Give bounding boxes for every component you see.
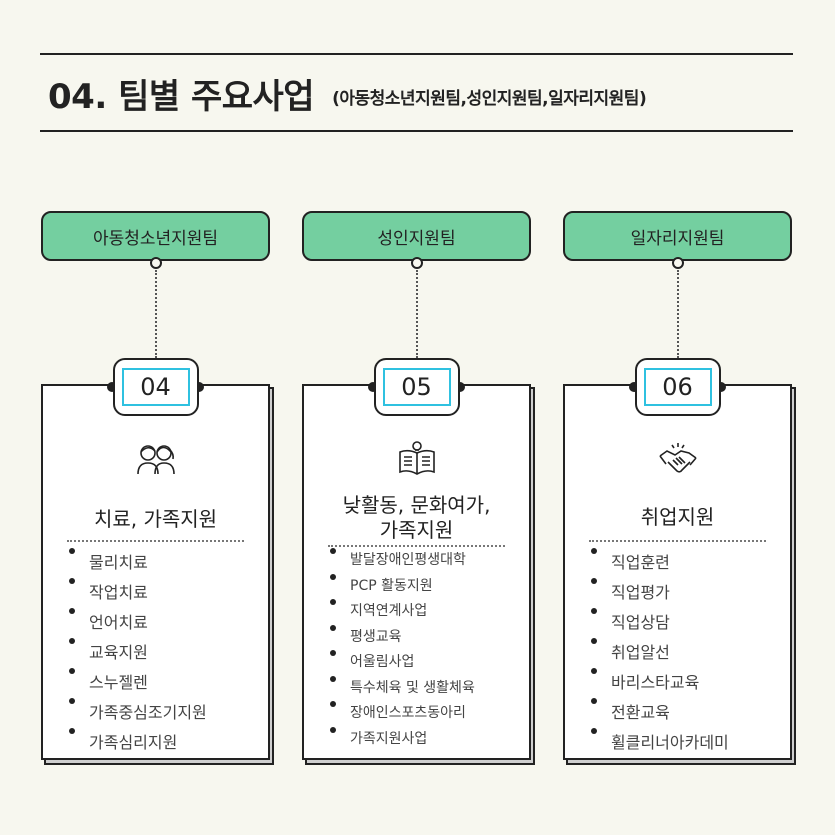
top-rule <box>40 53 793 55</box>
handshake-icon <box>658 443 697 473</box>
number-badge: 05 <box>373 358 460 416</box>
list-item: 발달장애인평생대학 <box>330 548 521 574</box>
service-list: 발달장애인평생대학 PCP 활동지원 지역연계사업 평생교육 어울림사업 특수체… <box>330 548 521 752</box>
card-dot-left <box>629 382 639 392</box>
list-item: 직업상담 <box>591 608 782 638</box>
team-name: 일자리지원팀 <box>630 228 725 249</box>
card-body <box>302 384 531 760</box>
connector-node <box>411 257 423 269</box>
connector-line <box>155 270 157 358</box>
list-item: 휠클리너아카데미 <box>591 728 782 758</box>
connector-line <box>416 270 418 358</box>
list-item: 장애인스포츠동아리 <box>330 701 521 727</box>
list-item: 가족중심조기지원 <box>69 698 260 728</box>
list-item: 직업평가 <box>591 578 782 608</box>
list-item: 가족지원사업 <box>330 726 521 753</box>
connector-node <box>672 257 684 269</box>
list-item: 직업훈련 <box>591 548 782 578</box>
number-badge: 06 <box>634 358 721 416</box>
service-list: 물리치료 작업치료 언어치료 교육지원 스누젤렌 가족중심조기지원 가족심리지원 <box>69 548 260 758</box>
list-item: 특수체육 및 생활체육 <box>330 675 521 702</box>
card-title: 취업지원 <box>640 505 715 529</box>
page-header: 04. 팀별 주요사업 (아동청소년지원팀,성인지원팀,일자리지원팀) <box>48 66 647 120</box>
list-item: PCP 활동지원 <box>330 573 521 600</box>
list-item: 작업치료 <box>69 578 260 608</box>
card-title: 치료, 가족지원 <box>93 507 218 531</box>
team-tab-jobs: 일자리지원팀 <box>563 211 792 261</box>
team-tab-children: 아동청소년지원팀 <box>41 211 270 261</box>
card-jobs: 06 취업지원 직업훈련 직업평가 직업상담 취업알선 바리스타교육 전환교육 … <box>563 358 796 765</box>
card-title-line2: 가족지원 <box>379 518 454 542</box>
connector-node <box>150 257 162 269</box>
list-item: 바리스타교육 <box>591 668 782 698</box>
list-item: 교육지원 <box>69 638 260 668</box>
list-item: 물리치료 <box>69 548 260 578</box>
card-dot-left <box>368 382 378 392</box>
card-adult: 05 낮활동, 문화여가, 가족지원 발달장애인평생대학 PCP 활동지원 지역… <box>302 358 535 765</box>
list-item: 스누젤렌 <box>69 668 260 698</box>
number-label: 06 <box>643 368 712 406</box>
children-icon <box>136 445 175 475</box>
page-title: 04. 팀별 주요사업 <box>48 76 315 117</box>
card-body <box>41 384 270 760</box>
list-item: 평생교육 <box>330 624 521 651</box>
card-dot-right <box>455 382 465 392</box>
card-dot-right <box>194 382 204 392</box>
card-divider <box>589 540 766 542</box>
list-item: 어울림사업 <box>330 650 521 676</box>
card-divider <box>67 540 244 542</box>
open-book-lightbulb-icon <box>398 441 435 475</box>
service-list: 직업훈련 직업평가 직업상담 취업알선 바리스타교육 전환교육 휠클리너아카데미 <box>591 548 782 758</box>
list-item: 전환교육 <box>591 698 782 728</box>
team-name: 아동청소년지원팀 <box>92 228 219 249</box>
list-item: 취업알선 <box>591 638 782 668</box>
card-title: 낮활동, 문화여가, <box>342 493 491 517</box>
team-name: 성인지원팀 <box>377 228 456 249</box>
number-badge: 04 <box>112 358 199 416</box>
number-label: 05 <box>382 368 451 406</box>
list-item: 지역연계사업 <box>330 599 521 625</box>
card-divider <box>328 545 505 547</box>
list-item: 가족심리지원 <box>69 728 260 758</box>
number-label: 04 <box>121 368 190 406</box>
list-item: 언어치료 <box>69 608 260 638</box>
card-children: 04 치료, 가족지원 물리치료 작업치료 언어치료 교육지원 스누젤렌 가족중… <box>41 358 274 765</box>
card-dot-right <box>716 382 726 392</box>
team-tab-adult: 성인지원팀 <box>302 211 531 261</box>
card-dot-left <box>107 382 117 392</box>
bottom-rule <box>40 130 793 132</box>
page-subtitle: (아동청소년지원팀,성인지원팀,일자리지원팀) <box>332 88 647 109</box>
connector-line <box>677 270 679 358</box>
